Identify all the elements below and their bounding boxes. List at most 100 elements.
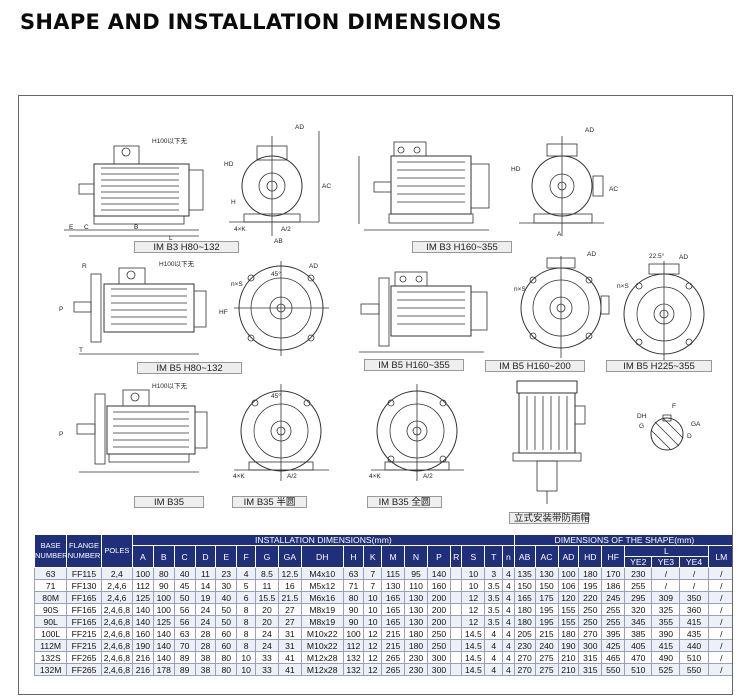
table-cell: 4 (484, 651, 504, 664)
table-cell: 125 (132, 591, 154, 604)
table-cell: 250 (578, 615, 603, 628)
table-cell: 180 (557, 627, 580, 640)
page-title: SHAPE AND INSTALLATION DIMENSIONS (20, 10, 502, 34)
table-cell: 70 (173, 639, 196, 652)
table-cell: 14.5 (461, 663, 486, 676)
table-cell: / (679, 567, 709, 580)
table-cell: 12 (363, 627, 383, 640)
table-cell: 550 (601, 663, 626, 676)
technical-drawings: H100以下无 L C E B AD HD AC H 4×K A/2 AB (59, 124, 705, 504)
table-cell: 140 (152, 651, 175, 664)
label-d-14: D (687, 433, 692, 440)
table-cell: 216 (132, 651, 154, 664)
table-cell: 50 (215, 603, 238, 616)
table-cell: 80 (215, 651, 238, 664)
table-cell (449, 627, 463, 640)
table-cell: 100L (33, 627, 68, 640)
header-col-f: F (236, 545, 256, 568)
drawing-b3-small-front (229, 131, 320, 236)
table-cell: 3.5 (484, 591, 504, 604)
label-ad-8: AD (587, 251, 596, 258)
table-cell: 2,4,6 (100, 591, 134, 604)
table-cell: 465 (601, 651, 626, 664)
table-cell: 140 (132, 603, 154, 616)
header-col-hd: HD (578, 545, 603, 568)
label-h100-5: H100以下无 (159, 260, 195, 268)
table-cell: 8 (236, 627, 256, 640)
table-cell: 80 (152, 567, 175, 580)
table-cell: 315 (578, 663, 603, 676)
label-e-1: E (69, 224, 74, 231)
table-cell: 360 (679, 603, 709, 616)
label-ad-2: AD (295, 124, 304, 131)
table-cell: 71 (33, 579, 68, 592)
table-cell: 21.5 (277, 591, 302, 604)
caption-b3-large: IM B3 H160~355 (412, 241, 512, 253)
table-cell: 6 (236, 591, 256, 604)
table-cell: 56 (173, 615, 196, 628)
table-cell: 295 (624, 591, 653, 604)
table-cell: 2,4,6,8 (100, 627, 134, 640)
table-cell (449, 603, 463, 616)
table-cell (449, 567, 463, 580)
table-cell: 110 (404, 579, 428, 592)
table-cell: 19 (194, 591, 217, 604)
table-cell: 2,4,6,8 (100, 603, 134, 616)
table-cell: 309 (651, 591, 681, 604)
table-cell: 510 (679, 651, 709, 664)
table-cell: 41 (277, 651, 302, 664)
header-installation-dimensions: INSTALLATION DIMENSIONS(mm) (132, 534, 515, 546)
table-cell: 2,4,6 (100, 579, 134, 592)
table-cell: 112 (342, 639, 365, 652)
table-cell: 205 (513, 627, 536, 640)
table-cell: 10 (461, 579, 486, 592)
table-cell: 140 (427, 567, 451, 580)
drawing-b35-half-front (234, 384, 329, 481)
drawing-b35-full-front (371, 384, 464, 481)
label-ab-2: AB (274, 238, 283, 245)
table-cell: FF265 (66, 651, 102, 664)
drawing-b5-large-side (359, 271, 488, 353)
table-cell: 165 (513, 591, 536, 604)
label-b-1: B (134, 224, 138, 231)
table-cell: 190 (132, 639, 154, 652)
table-cell: 45 (173, 579, 196, 592)
table-cell: 10 (363, 615, 383, 628)
table-cell: 130 (404, 603, 428, 616)
table-cell: 200 (427, 603, 451, 616)
table-cell: 155 (557, 603, 580, 616)
table-cell: 4 (502, 579, 515, 592)
table-cell: 12 (363, 663, 383, 676)
table-cell: 132M (33, 663, 68, 676)
table-cell: 4 (502, 603, 515, 616)
table-cell: 10 (363, 591, 383, 604)
table-cell: 132S (33, 651, 68, 664)
table-cell: 132 (342, 651, 365, 664)
header-base-number: BASE NUMBER (33, 534, 68, 568)
table-cell: FF215 (66, 627, 102, 640)
header-col-ab: AB (513, 545, 536, 568)
table-cell: 230 (404, 663, 428, 676)
header-col-p: P (427, 545, 451, 568)
label-ga-14: GA (691, 421, 701, 428)
label-p-5: P (59, 306, 63, 313)
label-hf-6: HF (219, 309, 228, 316)
header-col-ye4: YE4 (679, 556, 709, 568)
drawing-vertical-rain-cap (512, 380, 586, 504)
table-cell: 63 (33, 567, 68, 580)
table-cell: / (651, 567, 681, 580)
header-col-ye3: YE3 (651, 556, 681, 568)
table-cell: / (707, 627, 732, 640)
table-cell: 325 (651, 603, 681, 616)
table-cell: 71 (342, 579, 365, 592)
label-4k-2: 4×K (234, 226, 246, 233)
table-cell: 4 (236, 567, 256, 580)
table-cell: 90 (342, 615, 365, 628)
table-cell: 100 (152, 591, 175, 604)
header-col-s: S (461, 545, 486, 568)
table-cell: 195 (578, 579, 603, 592)
table-cell: 200 (427, 591, 451, 604)
table-cell: 300 (427, 651, 451, 664)
